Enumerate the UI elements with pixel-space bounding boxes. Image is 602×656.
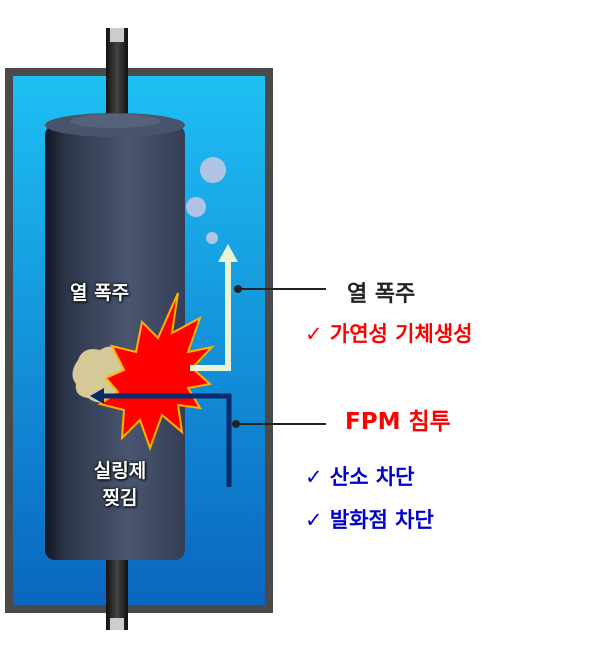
callout-item: ✓ 발화점 차단 xyxy=(305,508,434,532)
battery-cell xyxy=(45,125,185,560)
bottom-terminal-rod xyxy=(106,555,128,630)
callout-thermal-runaway-title: 열 폭주 xyxy=(347,282,416,307)
top-terminal-rod xyxy=(106,28,128,128)
fpm-infiltration-arrow xyxy=(102,393,232,487)
explosion-icon xyxy=(97,292,215,451)
inner-label-thermal-runaway: 열 폭주 xyxy=(70,282,130,304)
gas-bubble xyxy=(206,232,218,244)
inner-label-line: 실링제 xyxy=(93,460,147,482)
callout-item: ✓ 산소 차단 xyxy=(305,465,415,489)
callout-item: ✓ 가연성 기체생성 xyxy=(305,322,473,346)
inner-label-line: 찢김 xyxy=(102,487,138,509)
gas-bubble xyxy=(200,157,226,183)
gas-bubble xyxy=(186,197,206,217)
inner-label-sealant: 실링제 찢김 xyxy=(80,456,160,510)
gas-arrow xyxy=(190,258,231,371)
callout-fpm-title: FPM 침투 xyxy=(345,409,451,435)
